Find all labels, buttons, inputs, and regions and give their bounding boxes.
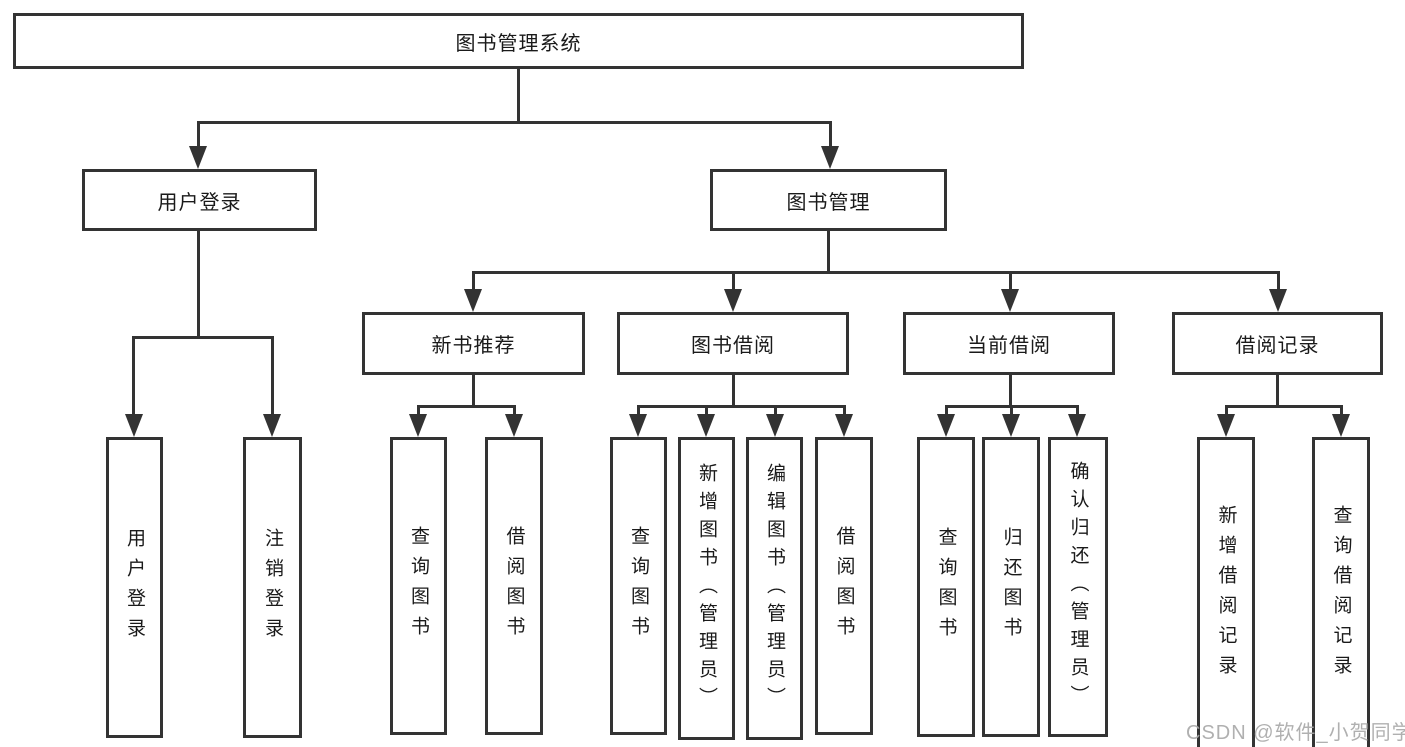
arrowhead-down	[409, 414, 427, 437]
arrowhead-down	[1217, 414, 1235, 437]
leaf-logout-label: 注销登录	[262, 527, 283, 648]
leaf-borrow-books-label: 借阅图书	[833, 526, 855, 646]
leaf-query-books-borrow-label: 查询图书	[628, 526, 649, 646]
connector-line	[517, 68, 520, 124]
connector-line	[472, 271, 475, 291]
arrowhead-down	[629, 414, 647, 437]
leaf-add-books-admin-label: 新增图书（管理员）	[696, 462, 717, 715]
connector-line	[843, 405, 846, 416]
leaf-query-borrow-record: 查询借阅记录	[1312, 437, 1370, 747]
arrowhead-down	[1332, 414, 1350, 437]
arrowhead-down	[766, 414, 784, 437]
connector-line	[1225, 405, 1343, 408]
connector-line	[198, 121, 832, 124]
arrowhead-down	[505, 414, 523, 437]
node-current-borrow-label: 当前借阅	[967, 335, 1051, 357]
leaf-borrow-books: 借阅图书	[815, 437, 873, 735]
leaf-return-books: 归还图书	[982, 437, 1040, 737]
connector-line	[1009, 271, 1012, 291]
leaf-query-borrow-record-label: 查询借阅记录	[1330, 504, 1352, 685]
leaf-query-books-current: 查询图书	[917, 437, 975, 737]
node-borrow-records-label: 借阅记录	[1235, 335, 1320, 357]
connector-line	[637, 405, 845, 408]
connector-line	[1276, 374, 1279, 407]
connector-line	[197, 231, 200, 339]
leaf-query-books-borrow: 查询图书	[610, 437, 667, 735]
connector-line	[472, 374, 475, 407]
connector-line	[827, 231, 830, 273]
arrowhead-down	[697, 414, 715, 437]
leaf-add-borrow-record: 新增借阅记录	[1197, 437, 1255, 747]
leaf-borrow-books-recommend: 借阅图书	[485, 437, 543, 735]
leaf-user-login: 用户登录	[106, 437, 163, 738]
connector-line	[1010, 405, 1013, 416]
connector-line	[829, 121, 832, 148]
leaf-query-books-recommend-label: 查询图书	[408, 526, 429, 646]
csdn-watermark: CSDN @软件_小贺同学	[1186, 722, 1405, 744]
arrowhead-down	[125, 414, 143, 437]
leaf-confirm-return-admin: 确认归还（管理员）	[1048, 437, 1108, 737]
node-book-borrow: 图书借阅	[617, 312, 849, 375]
connector-line	[197, 121, 200, 148]
node-user-login: 用户登录	[82, 169, 317, 231]
arrowhead-down	[821, 146, 839, 169]
connector-line	[637, 405, 640, 416]
connector-line	[417, 405, 516, 408]
arrowhead-down	[1068, 414, 1086, 437]
node-book-management-label: 图书管理	[786, 191, 871, 214]
arrowhead-down	[263, 414, 281, 437]
connector-line	[1009, 374, 1012, 407]
node-new-book-recommend: 新书推荐	[362, 312, 585, 375]
leaf-user-login-label: 用户登录	[124, 527, 145, 648]
arrowhead-down	[937, 414, 955, 437]
arrowhead-down	[724, 289, 742, 312]
node-book-management: 图书管理	[710, 169, 947, 231]
connector-line	[513, 405, 516, 416]
leaf-confirm-return-admin-label: 确认归还（管理员）	[1067, 461, 1089, 713]
arrowhead-down	[189, 146, 207, 169]
node-user-login-label: 用户登录	[157, 191, 242, 214]
connector-line	[1340, 405, 1343, 416]
leaf-edit-books-admin-label: 编辑图书（管理员）	[764, 462, 785, 715]
node-root-system: 图书管理系统	[13, 13, 1024, 69]
connector-line	[271, 336, 274, 416]
node-root-label: 图书管理系统	[455, 32, 582, 55]
leaf-logout: 注销登录	[243, 437, 302, 738]
connector-line	[732, 374, 735, 407]
connector-line	[132, 336, 135, 416]
node-borrow-records: 借阅记录	[1172, 312, 1383, 375]
arrowhead-down	[1001, 289, 1019, 312]
connector-line	[774, 405, 777, 416]
connector-line	[1277, 271, 1280, 291]
connector-line	[945, 405, 948, 416]
arrowhead-down	[464, 289, 482, 312]
connector-line	[1225, 405, 1228, 416]
connector-line	[1076, 405, 1079, 416]
connector-line	[472, 271, 1280, 274]
arrowhead-down	[835, 414, 853, 437]
connector-line	[417, 405, 420, 416]
node-current-borrow: 当前借阅	[903, 312, 1115, 375]
leaf-query-books-recommend: 查询图书	[390, 437, 447, 735]
leaf-add-borrow-record-label: 新增借阅记录	[1215, 504, 1237, 685]
leaf-borrow-books-recommend-label: 借阅图书	[503, 526, 525, 646]
connector-line	[133, 336, 274, 339]
connector-line	[705, 405, 708, 416]
leaf-query-books-current-label: 查询图书	[935, 527, 957, 647]
arrowhead-down	[1269, 289, 1287, 312]
leaf-add-books-admin: 新增图书（管理员）	[678, 437, 735, 740]
node-book-borrow-label: 图书借阅	[691, 335, 775, 357]
node-new-book-recommend-label: 新书推荐	[431, 335, 516, 357]
connector-line	[732, 271, 735, 291]
leaf-return-books-label: 归还图书	[1000, 527, 1022, 647]
leaf-edit-books-admin: 编辑图书（管理员）	[746, 437, 803, 740]
arrowhead-down	[1002, 414, 1020, 437]
